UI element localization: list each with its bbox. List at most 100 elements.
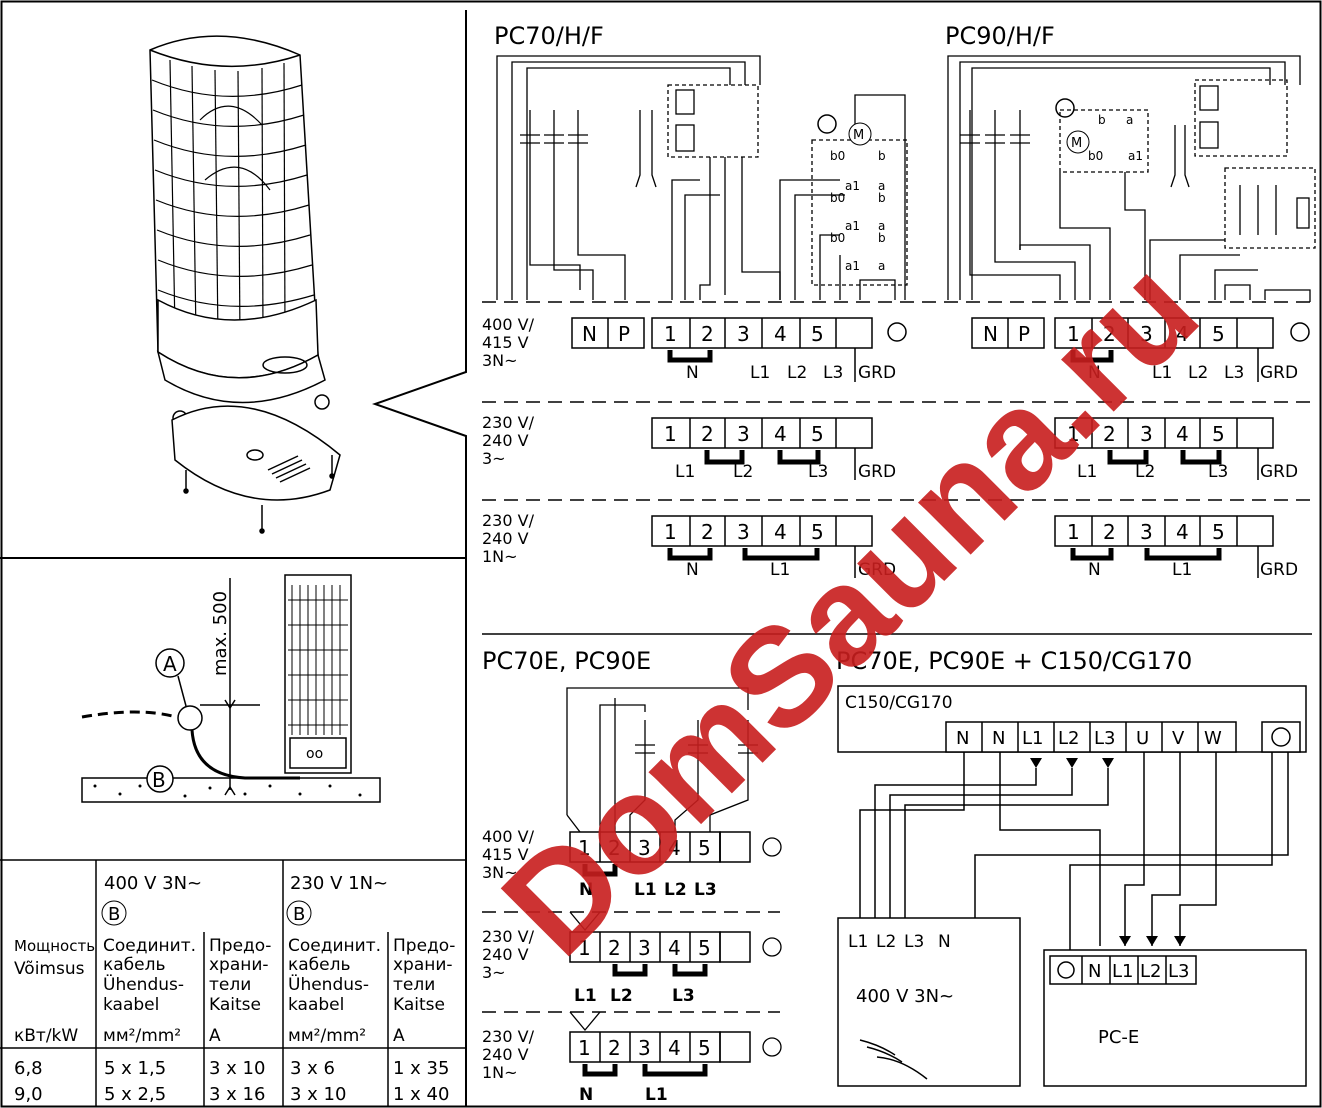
svg-text:L2: L2 bbox=[733, 462, 753, 482]
pc90hf-motor-label: M bbox=[1071, 136, 1082, 151]
svg-text:4: 4 bbox=[668, 936, 681, 960]
svg-text:L2: L2 bbox=[876, 932, 896, 952]
svg-text:230 V/: 230 V/ bbox=[482, 511, 535, 530]
svg-text:a: a bbox=[878, 179, 885, 193]
svg-text:N: N bbox=[582, 322, 597, 346]
col-cable2-4: kaabel bbox=[288, 995, 344, 1015]
col-fuse2-3: тели bbox=[393, 975, 435, 995]
svg-text:L1: L1 bbox=[1022, 728, 1043, 749]
svg-text:L1: L1 bbox=[1152, 363, 1172, 383]
svg-text:L3: L3 bbox=[1094, 728, 1115, 749]
svg-text:1: 1 bbox=[578, 936, 591, 960]
svg-text:2: 2 bbox=[608, 936, 621, 960]
supply-box-text: L1 L2 L3 N 400 V 3N~ bbox=[848, 932, 954, 1007]
col-cable-2: кабель bbox=[103, 955, 166, 975]
svg-text:4: 4 bbox=[1176, 422, 1189, 446]
row2-fuse-400: 3 x 16 bbox=[209, 1084, 265, 1105]
svg-text:1: 1 bbox=[578, 1036, 591, 1060]
pc90hf-line-labels: N L1 L2 L3 GRD L1 L2 L3 GRD N L1 GRD bbox=[1077, 363, 1298, 580]
row1-cable-230: 3 x 6 bbox=[290, 1058, 335, 1079]
svg-text:3: 3 bbox=[638, 936, 651, 960]
pc70e-voltage-labels: 400 V/ 415 V 3N~ 230 V/ 240 V 3~ 230 V/ … bbox=[482, 827, 535, 1082]
svg-text:2: 2 bbox=[1103, 520, 1116, 544]
col-fuse2-4: Kaitse bbox=[393, 995, 445, 1015]
svg-text:a: a bbox=[1126, 113, 1133, 127]
pc70e-wiring bbox=[566, 687, 782, 1077]
svg-text:2: 2 bbox=[1103, 322, 1116, 346]
unit-cable-400: мм²/mm² bbox=[103, 1026, 181, 1046]
svg-text:GRD: GRD bbox=[1260, 462, 1298, 482]
svg-text:5: 5 bbox=[811, 520, 824, 544]
unit-power: кВт/kW bbox=[14, 1026, 78, 1046]
svg-text:L2: L2 bbox=[1188, 363, 1208, 383]
svg-text:5: 5 bbox=[811, 322, 824, 346]
col-power-1: Мощность bbox=[14, 937, 95, 955]
row2-fuse-230: 1 x 40 bbox=[393, 1084, 449, 1105]
unit-cable-230: мм²/mm² bbox=[288, 1026, 366, 1046]
svg-text:4: 4 bbox=[774, 520, 787, 544]
cable-table bbox=[0, 859, 466, 1106]
svg-text:5: 5 bbox=[1212, 422, 1225, 446]
svg-text:240 V: 240 V bbox=[482, 529, 529, 548]
svg-text:230 V/: 230 V/ bbox=[482, 927, 535, 946]
row1-fuse-230: 1 x 35 bbox=[393, 1058, 449, 1079]
title-pc70hf: PC70/H/F bbox=[494, 22, 604, 50]
svg-text:L1: L1 bbox=[750, 363, 770, 383]
svg-text:4: 4 bbox=[1176, 520, 1189, 544]
col-power-2: Võimsus bbox=[14, 959, 85, 979]
svg-text:L3: L3 bbox=[1208, 462, 1228, 482]
svg-text:4: 4 bbox=[774, 322, 787, 346]
svg-text:L2: L2 bbox=[1140, 961, 1161, 982]
svg-text:2: 2 bbox=[701, 322, 714, 346]
svg-text:L2: L2 bbox=[610, 986, 633, 1006]
svg-text:3~: 3~ bbox=[482, 449, 506, 468]
pc70hf-timer-labels: b0 b a1 a b0 b a1 a b0 b a1 a bbox=[830, 149, 886, 273]
svg-text:240 V: 240 V bbox=[482, 431, 529, 450]
pc90hf-terminal-text: N P 1 2 3 4 5 1 2 3 4 5 1 2 3 4 5 bbox=[983, 322, 1225, 544]
svg-text:L3: L3 bbox=[904, 932, 924, 952]
svg-text:L1: L1 bbox=[848, 932, 868, 952]
svg-text:L1: L1 bbox=[634, 880, 657, 900]
svg-text:3: 3 bbox=[638, 836, 651, 860]
pc90hf-terminal-blocks bbox=[971, 317, 1310, 578]
dashed-separators bbox=[482, 301, 1312, 1013]
unit-fuse-400: A bbox=[209, 1026, 221, 1046]
circle-b-400: B bbox=[108, 904, 120, 925]
svg-text:b: b bbox=[878, 149, 886, 163]
svg-text:N: N bbox=[686, 363, 699, 383]
svg-text:3: 3 bbox=[1140, 520, 1153, 544]
col-fuse2-2: храни- bbox=[393, 955, 453, 975]
svg-text:GRD: GRD bbox=[1260, 560, 1298, 580]
svg-text:5: 5 bbox=[698, 1036, 711, 1060]
pc70e-terminal-text: 1 2 3 4 5 1 2 3 4 5 1 2 3 4 5 bbox=[578, 836, 711, 1060]
svg-text:N: N bbox=[1088, 363, 1101, 383]
svg-text:230 V/: 230 V/ bbox=[482, 413, 535, 432]
col-fuse-1: Предо- bbox=[209, 936, 271, 956]
row2-cable-230: 3 x 10 bbox=[290, 1084, 346, 1105]
col-cable-4: kaabel bbox=[103, 995, 159, 1015]
svg-text:N: N bbox=[579, 880, 593, 900]
pc90hf-timer-labels: b a b0 a1 bbox=[1088, 113, 1143, 163]
svg-text:230 V/: 230 V/ bbox=[482, 1027, 535, 1046]
svg-text:b0: b0 bbox=[830, 149, 845, 163]
svg-text:3: 3 bbox=[1140, 422, 1153, 446]
svg-text:L3: L3 bbox=[672, 986, 695, 1006]
svg-text:b: b bbox=[878, 191, 886, 205]
svg-text:2: 2 bbox=[608, 836, 621, 860]
svg-text:L1: L1 bbox=[1077, 462, 1097, 482]
svg-text:P: P bbox=[618, 322, 630, 346]
svg-text:400 V/: 400 V/ bbox=[482, 315, 535, 334]
col-fuse-4: Kaitse bbox=[209, 995, 261, 1015]
pc70hf-terminal-blocks bbox=[571, 317, 907, 578]
pc70e-line-labels: N L1 L2 L3 L1 L2 L3 N L1 bbox=[574, 880, 717, 1105]
svg-text:5: 5 bbox=[698, 936, 711, 960]
svg-text:3N~: 3N~ bbox=[482, 351, 518, 370]
svg-text:2: 2 bbox=[608, 1036, 621, 1060]
svg-text:N: N bbox=[686, 560, 699, 580]
svg-text:4: 4 bbox=[774, 422, 787, 446]
pce-box-text: N L1 L2 L3 PC-E bbox=[1088, 961, 1189, 1048]
svg-text:4: 4 bbox=[668, 1036, 681, 1060]
voltage-labels-top: 400 V/ 415 V 3N~ 230 V/ 240 V 3~ 230 V/ … bbox=[482, 315, 535, 566]
